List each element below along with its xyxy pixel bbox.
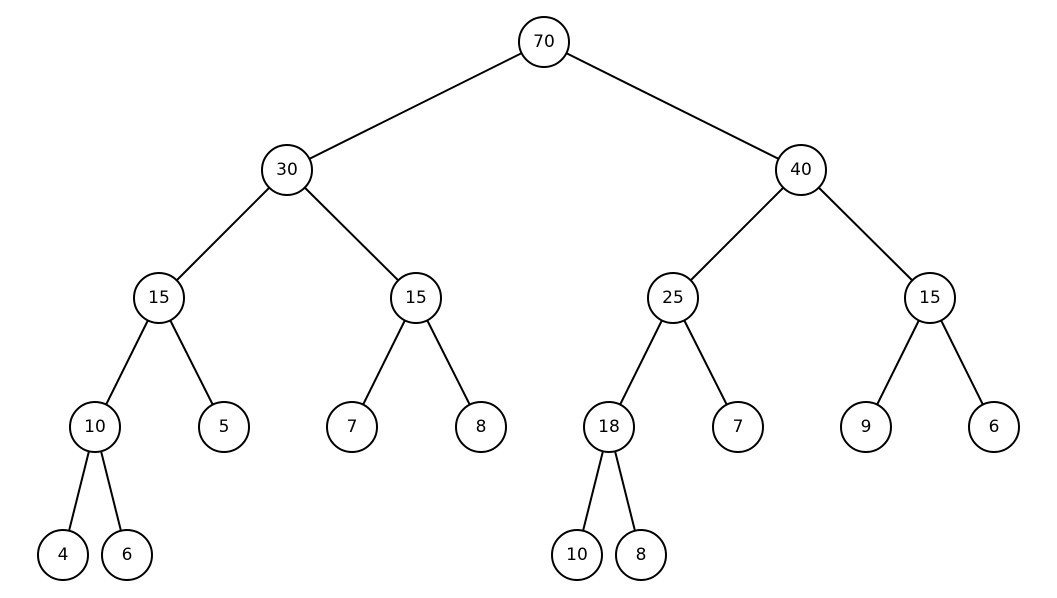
- tree-node-n3: 15: [133, 272, 185, 324]
- tree-node-n17: 10: [551, 529, 603, 581]
- node-label: 30: [276, 160, 298, 180]
- tree-node-n1: 30: [261, 144, 313, 196]
- node-circle: [615, 529, 667, 581]
- tree-edge-n0-n1: [286, 41, 545, 171]
- node-circle: [69, 401, 121, 453]
- tree-node-n4: 15: [390, 272, 442, 324]
- node-circle: [551, 529, 603, 581]
- tree-edges: [62, 41, 995, 556]
- tree-edge-n1-n3: [158, 169, 288, 299]
- node-circle: [101, 529, 153, 581]
- node-label: 6: [989, 417, 1000, 437]
- node-label: 7: [347, 417, 358, 437]
- node-label: 10: [566, 545, 588, 565]
- node-circle: [198, 401, 250, 453]
- tree-node-n16: 6: [101, 529, 153, 581]
- node-circle: [840, 401, 892, 453]
- tree-edge-n0-n2: [543, 41, 802, 171]
- node-circle: [712, 401, 764, 453]
- node-label: 18: [598, 417, 620, 437]
- node-label: 4: [58, 545, 69, 565]
- node-circle: [390, 272, 442, 324]
- tree-node-n0: 70: [518, 16, 570, 68]
- node-label: 8: [476, 417, 487, 437]
- tree-node-n15: 4: [37, 529, 89, 581]
- node-label: 15: [405, 288, 427, 308]
- tree-edge-n2-n5: [672, 169, 802, 299]
- node-circle: [904, 272, 956, 324]
- node-label: 9: [861, 417, 872, 437]
- node-label: 6: [122, 545, 133, 565]
- node-circle: [968, 401, 1020, 453]
- tree-node-n10: 8: [455, 401, 507, 453]
- tree-node-n18: 8: [615, 529, 667, 581]
- node-label: 70: [533, 32, 555, 52]
- node-label: 8: [636, 545, 647, 565]
- node-label: 15: [148, 288, 170, 308]
- node-circle: [775, 144, 827, 196]
- node-circle: [455, 401, 507, 453]
- node-circle: [647, 272, 699, 324]
- node-label: 10: [84, 417, 106, 437]
- node-circle: [518, 16, 570, 68]
- tree-node-n13: 9: [840, 401, 892, 453]
- tree-node-n14: 6: [968, 401, 1020, 453]
- node-label: 7: [733, 417, 744, 437]
- tree-nodes: 70 30 40 15 15 25 15 10 5 7 8 18 7 9 6 4 6 10 8: [37, 16, 1020, 581]
- tree-edge-n2-n6: [800, 169, 931, 299]
- node-label: 5: [219, 417, 230, 437]
- tree-node-n9: 7: [326, 401, 378, 453]
- tree-node-n12: 7: [712, 401, 764, 453]
- tree-node-n5: 25: [647, 272, 699, 324]
- node-circle: [583, 401, 635, 453]
- node-label: 15: [919, 288, 941, 308]
- node-circle: [133, 272, 185, 324]
- node-label: 40: [790, 160, 812, 180]
- tree-node-n8: 5: [198, 401, 250, 453]
- node-circle: [261, 144, 313, 196]
- tree-node-n11: 18: [583, 401, 635, 453]
- node-circle: [326, 401, 378, 453]
- tree-node-n2: 40: [775, 144, 827, 196]
- tree-node-n7: 10: [69, 401, 121, 453]
- tree-edge-n1-n4: [286, 169, 417, 299]
- node-circle: [37, 529, 89, 581]
- tree-node-n6: 15: [904, 272, 956, 324]
- node-label: 25: [662, 288, 684, 308]
